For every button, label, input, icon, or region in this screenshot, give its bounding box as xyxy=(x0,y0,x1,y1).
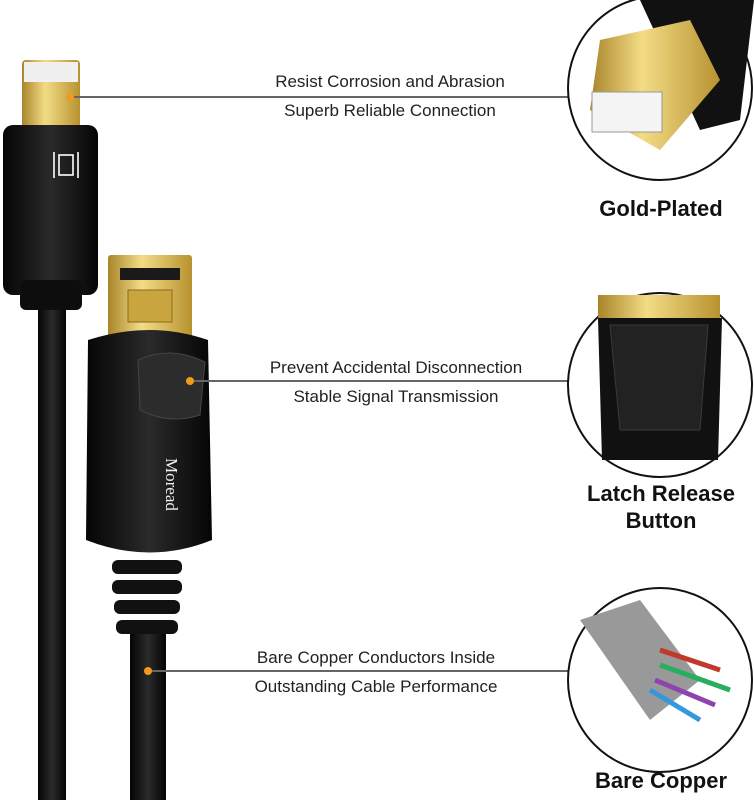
feature-2-line-1: Prevent Accidental Disconnection xyxy=(269,358,523,377)
label-latch-button: Button xyxy=(625,508,697,533)
marker-dot xyxy=(186,377,194,385)
feature-1-line-2: Superb Reliable Connection xyxy=(284,101,496,120)
label-latch-release: Latch Release xyxy=(587,481,735,506)
detail-bare-copper xyxy=(567,587,753,773)
detail-gold-plated xyxy=(567,0,754,181)
feature-3-line-2: Outstanding Cable Performance xyxy=(254,677,498,696)
label-bare-copper: Bare Copper xyxy=(594,768,728,793)
marker-dot xyxy=(144,667,152,675)
brand-logo: Moread xyxy=(162,458,181,511)
detail-latch-release xyxy=(567,292,753,478)
feature-1-line-1: Resist Corrosion and Abrasion xyxy=(275,72,505,91)
displayport-connector: Moread xyxy=(86,255,212,800)
feature-3-line-1: Bare Copper Conductors Inside xyxy=(256,648,496,667)
feature-2-line-2: Stable Signal Transmission xyxy=(293,387,499,406)
label-gold-plated: Gold-Plated xyxy=(599,196,723,221)
mini-displayport-connector xyxy=(3,60,98,800)
displayport-logo-icon xyxy=(53,152,79,178)
marker-dot xyxy=(66,93,74,101)
